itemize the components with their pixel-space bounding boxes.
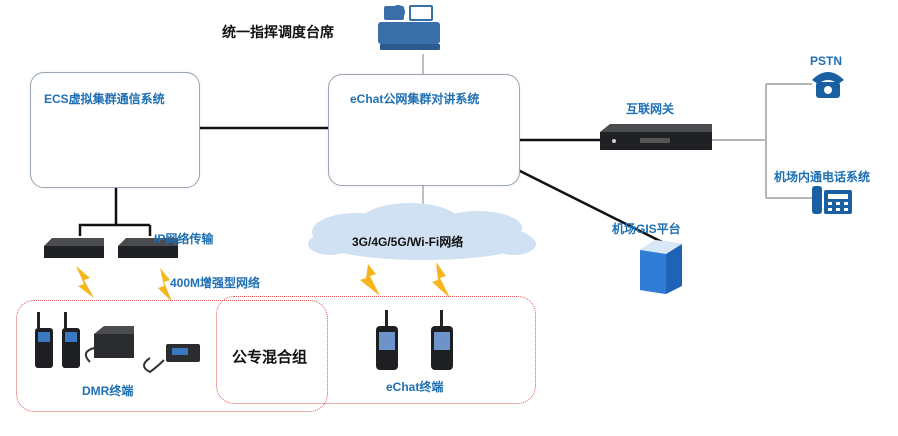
walkie-talkie-icon bbox=[376, 310, 453, 370]
gis-label: 机场GIS平台 bbox=[612, 222, 681, 236]
airport-phone-label: 机场内通电话系统 bbox=[774, 170, 871, 184]
link-echat-gis bbox=[517, 168, 663, 244]
echat-terminal-group bbox=[216, 296, 536, 404]
gateway-device-icon bbox=[600, 124, 712, 150]
public-network-label: 3G/4G/5G/Wi-Fi网络 bbox=[352, 235, 464, 249]
ecs-system-box bbox=[30, 72, 200, 188]
hybrid-group-label: 公专混合组 bbox=[232, 349, 308, 366]
cloud-icon bbox=[308, 203, 536, 260]
lightning-icon bbox=[76, 262, 450, 302]
telephone-icon bbox=[812, 72, 844, 98]
enhanced-network-label: 400M增强型网络 bbox=[170, 276, 261, 290]
ip-transport-label: IP网络传输 bbox=[154, 232, 214, 246]
dmr-label: DMR终端 bbox=[82, 384, 134, 398]
link-ecs-ip bbox=[78, 186, 118, 236]
echat-system-box bbox=[328, 74, 520, 186]
mobile-radio-icon bbox=[143, 344, 200, 374]
server-tower-icon bbox=[640, 240, 682, 294]
network-switch-icon bbox=[44, 238, 178, 258]
echat-label: eChat公网集群对讲系统 bbox=[350, 92, 480, 106]
gateway-label: 互联网关 bbox=[626, 102, 675, 116]
pstn-label: PSTN bbox=[810, 54, 843, 68]
dmr-terminal-group bbox=[16, 300, 328, 412]
dispatch-label: 统一指挥调度台席 bbox=[222, 24, 334, 40]
desk-phone-icon bbox=[812, 186, 852, 214]
repeater-box-icon bbox=[84, 326, 134, 363]
walkie-talkie-icon bbox=[35, 312, 80, 368]
echat-terminal-label: eChat终端 bbox=[386, 380, 444, 394]
dispatcher-console-icon bbox=[378, 5, 440, 50]
ecs-label: ECS虚拟集群通信系统 bbox=[44, 92, 165, 106]
